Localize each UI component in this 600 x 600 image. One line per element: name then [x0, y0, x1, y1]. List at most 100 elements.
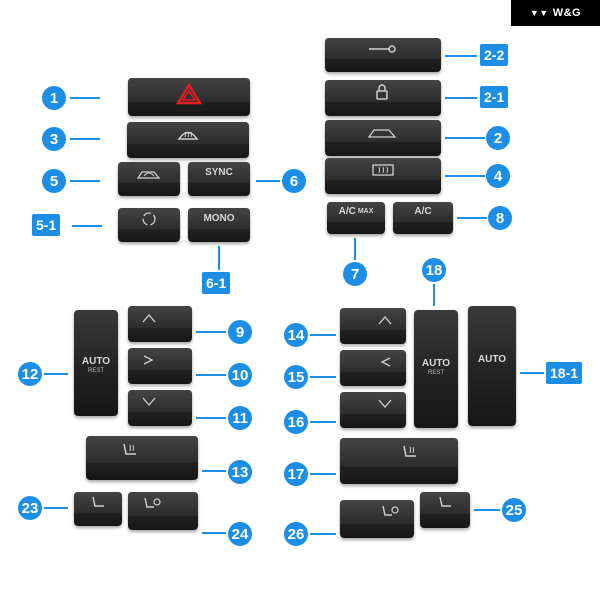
vent-face-left-button[interactable] — [128, 348, 192, 384]
leader-4 — [445, 175, 485, 177]
label-3: 3 — [42, 127, 66, 151]
auto-right-button[interactable]: AUTO — [468, 306, 516, 426]
vent-down-icon — [142, 397, 156, 406]
label-2-2: 2-2 — [480, 44, 509, 66]
seat-heat-icon — [403, 445, 416, 457]
ac-button[interactable]: A/C — [393, 202, 453, 234]
leader-9 — [196, 331, 226, 333]
vent-face-icon — [380, 357, 391, 367]
label-4: 4 — [486, 164, 510, 188]
label-9: 9 — [228, 320, 252, 344]
recirculation-button[interactable] — [118, 162, 180, 196]
leader-25 — [474, 509, 500, 511]
key-button[interactable] — [325, 38, 441, 72]
seat-heat-icon — [439, 496, 451, 507]
vent-down-right-button[interactable] — [340, 392, 406, 428]
label-7: 7 — [343, 262, 367, 286]
seat-heat-icon — [92, 496, 104, 507]
auto-rest-right-title: AUTO — [421, 358, 451, 369]
recirculation-car-icon — [136, 171, 161, 179]
vent-face-right-button[interactable] — [340, 350, 406, 386]
hazard-triangle-icon — [176, 83, 202, 105]
leader-2 — [445, 137, 485, 139]
leader-10 — [196, 374, 226, 376]
leader-3 — [70, 138, 100, 140]
leader-24 — [202, 532, 226, 534]
car-air-icon — [367, 129, 397, 138]
auto-rest-left-sub: REST — [87, 368, 104, 374]
sync-label: SYNC — [205, 167, 233, 179]
leader-14 — [310, 334, 336, 336]
seat-heat-left-button[interactable] — [86, 436, 198, 480]
seat-heat-small-left-button[interactable] — [74, 492, 122, 526]
auto-rest-left-title: AUTO — [81, 356, 111, 367]
label-6: 6 — [282, 169, 306, 193]
seat-fan-left-button[interactable] — [128, 492, 198, 530]
leader-15 — [310, 376, 336, 378]
mono-button[interactable]: MONO — [188, 208, 250, 242]
leader-16 — [310, 421, 336, 423]
ac-max-label-a: A/C — [338, 206, 356, 218]
label-18-1: 18-1 — [546, 362, 583, 384]
leader-5-1 — [72, 225, 102, 227]
seat-fan-icon — [382, 505, 399, 516]
vent-up-right-button[interactable] — [340, 308, 406, 344]
brand-text: W&G — [552, 7, 582, 19]
leader-2-1 — [445, 97, 477, 99]
label-24: 24 — [228, 522, 252, 546]
car-air-button[interactable] — [325, 120, 441, 156]
label-11: 11 — [228, 406, 252, 430]
lock-button[interactable] — [325, 80, 441, 116]
key-icon — [369, 45, 396, 53]
leader-5 — [70, 180, 100, 182]
vent-face-icon — [143, 355, 154, 365]
label-2: 2 — [486, 126, 510, 150]
seat-heat-icon — [123, 443, 136, 455]
windshield-defrost-icon — [177, 131, 199, 140]
lock-icon — [376, 84, 388, 100]
vent-up-icon — [378, 316, 392, 325]
label-26: 26 — [284, 522, 308, 546]
leader-13 — [202, 470, 226, 472]
label-6-1: 6-1 — [202, 272, 231, 294]
brand-logo: ▼▼W&G — [511, 0, 600, 26]
rear-defrost-icon — [372, 164, 394, 176]
auto-rest-left-button[interactable]: AUTO REST — [74, 310, 118, 416]
label-5: 5 — [42, 169, 66, 193]
leader-8 — [457, 217, 487, 219]
auto-rest-right-sub: REST — [427, 370, 444, 376]
label-14: 14 — [284, 323, 308, 347]
seat-heat-small-right-button[interactable] — [420, 492, 470, 528]
leader-1 — [70, 97, 100, 99]
auto-rest-right-button[interactable]: AUTO REST — [414, 310, 458, 428]
leader-18 — [433, 284, 435, 306]
seat-fan-right-button[interactable] — [340, 500, 414, 538]
fresh-air-circle-icon — [142, 212, 156, 226]
vent-down-left-button[interactable] — [128, 390, 192, 426]
leader-23 — [44, 507, 68, 509]
label-1: 1 — [42, 86, 66, 110]
seat-fan-icon — [144, 497, 161, 508]
label-15: 15 — [284, 365, 308, 389]
rear-defrost-button[interactable] — [325, 158, 441, 194]
label-25: 25 — [502, 498, 526, 522]
leader-6-1 — [218, 246, 220, 270]
leader-7 — [354, 238, 356, 260]
leader-6 — [256, 180, 280, 182]
label-18: 18 — [422, 258, 446, 282]
seat-heat-right-button[interactable] — [340, 438, 458, 484]
auto-right-title: AUTO — [477, 354, 507, 365]
sync-button[interactable]: SYNC — [188, 162, 250, 196]
ac-max-label-b: MAX — [357, 208, 374, 216]
leader-18-1 — [520, 372, 544, 374]
windshield-defrost-button[interactable] — [127, 122, 249, 158]
vent-up-icon — [142, 314, 156, 323]
label-2-1: 2-1 — [480, 86, 509, 108]
label-8: 8 — [488, 206, 512, 230]
leader-12 — [44, 373, 68, 375]
vent-up-left-button[interactable] — [128, 306, 192, 342]
hazard-button[interactable] — [128, 78, 250, 116]
leader-17 — [310, 473, 336, 475]
fresh-air-button[interactable] — [118, 208, 180, 242]
